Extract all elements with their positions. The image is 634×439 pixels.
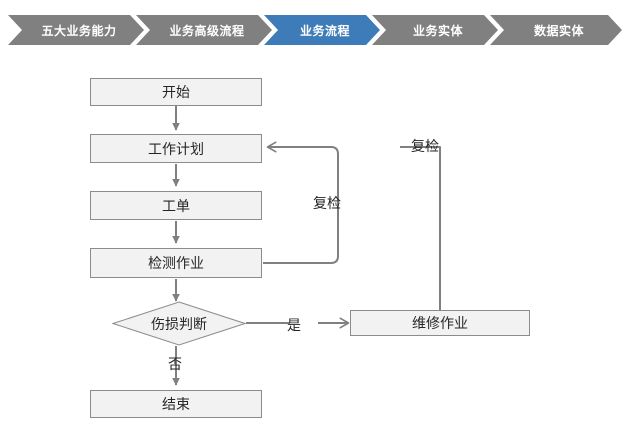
flow-node-repair[interactable]: 维修作业 [350,310,530,336]
diamond-shape [112,301,246,346]
flowchart-connectors [172,105,441,386]
breadcrumb-item-3-label: 业务流程 [299,23,350,38]
breadcrumb-item-1[interactable]: 五大业务能力 [8,15,144,45]
breadcrumb-item-5[interactable]: 数据实体 [490,15,622,45]
breadcrumb-item-4[interactable]: 业务实体 [372,15,498,45]
flow-node-plan-label: 工作计划 [148,140,204,157]
breadcrumb-item-4-label: 业务实体 [412,23,463,38]
flow-node-order-label: 工单 [162,197,190,214]
edge-label-yes: 是 [287,317,301,333]
flow-node-plan[interactable]: 工作计划 [90,134,262,163]
flow-node-repair-label: 维修作业 [412,315,468,331]
flow-node-order[interactable]: 工单 [90,191,262,220]
breadcrumb-item-1-label: 五大业务能力 [41,23,117,38]
breadcrumb-item-2[interactable]: 业务高级流程 [136,15,272,45]
edge-inspect-to-plan-recheck [263,141,339,264]
edge-label-no: 否 [168,356,182,372]
flow-node-decision-label: 伤损判断 [151,315,207,332]
breadcrumb: 五大业务能力 业务高级流程 业务流程 业务实体 数据实体 [0,0,634,58]
flow-node-start-label: 开始 [162,84,190,100]
flowchart: 开始 工作计划 工单 检测作业 维修作业 结束 伤损判断 复检 复检 是 否 [0,58,634,439]
breadcrumb-item-2-label: 业务高级流程 [169,23,245,38]
edge-label-recheck-inner: 复检 [313,195,341,211]
breadcrumb-item-3[interactable]: 业务流程 [264,15,380,45]
flow-node-inspect[interactable]: 检测作业 [90,248,262,278]
edge-repair-to-recheck [400,146,441,311]
breadcrumb-item-5-label: 数据实体 [533,23,584,38]
flow-node-end-label: 结束 [162,396,190,412]
flow-node-start[interactable]: 开始 [90,78,262,106]
flow-node-decision[interactable]: 伤损判断 [112,301,246,346]
flow-node-end[interactable]: 结束 [90,390,262,418]
edge-label-recheck-outer: 复检 [411,138,439,154]
flow-node-inspect-label: 检测作业 [148,255,204,271]
